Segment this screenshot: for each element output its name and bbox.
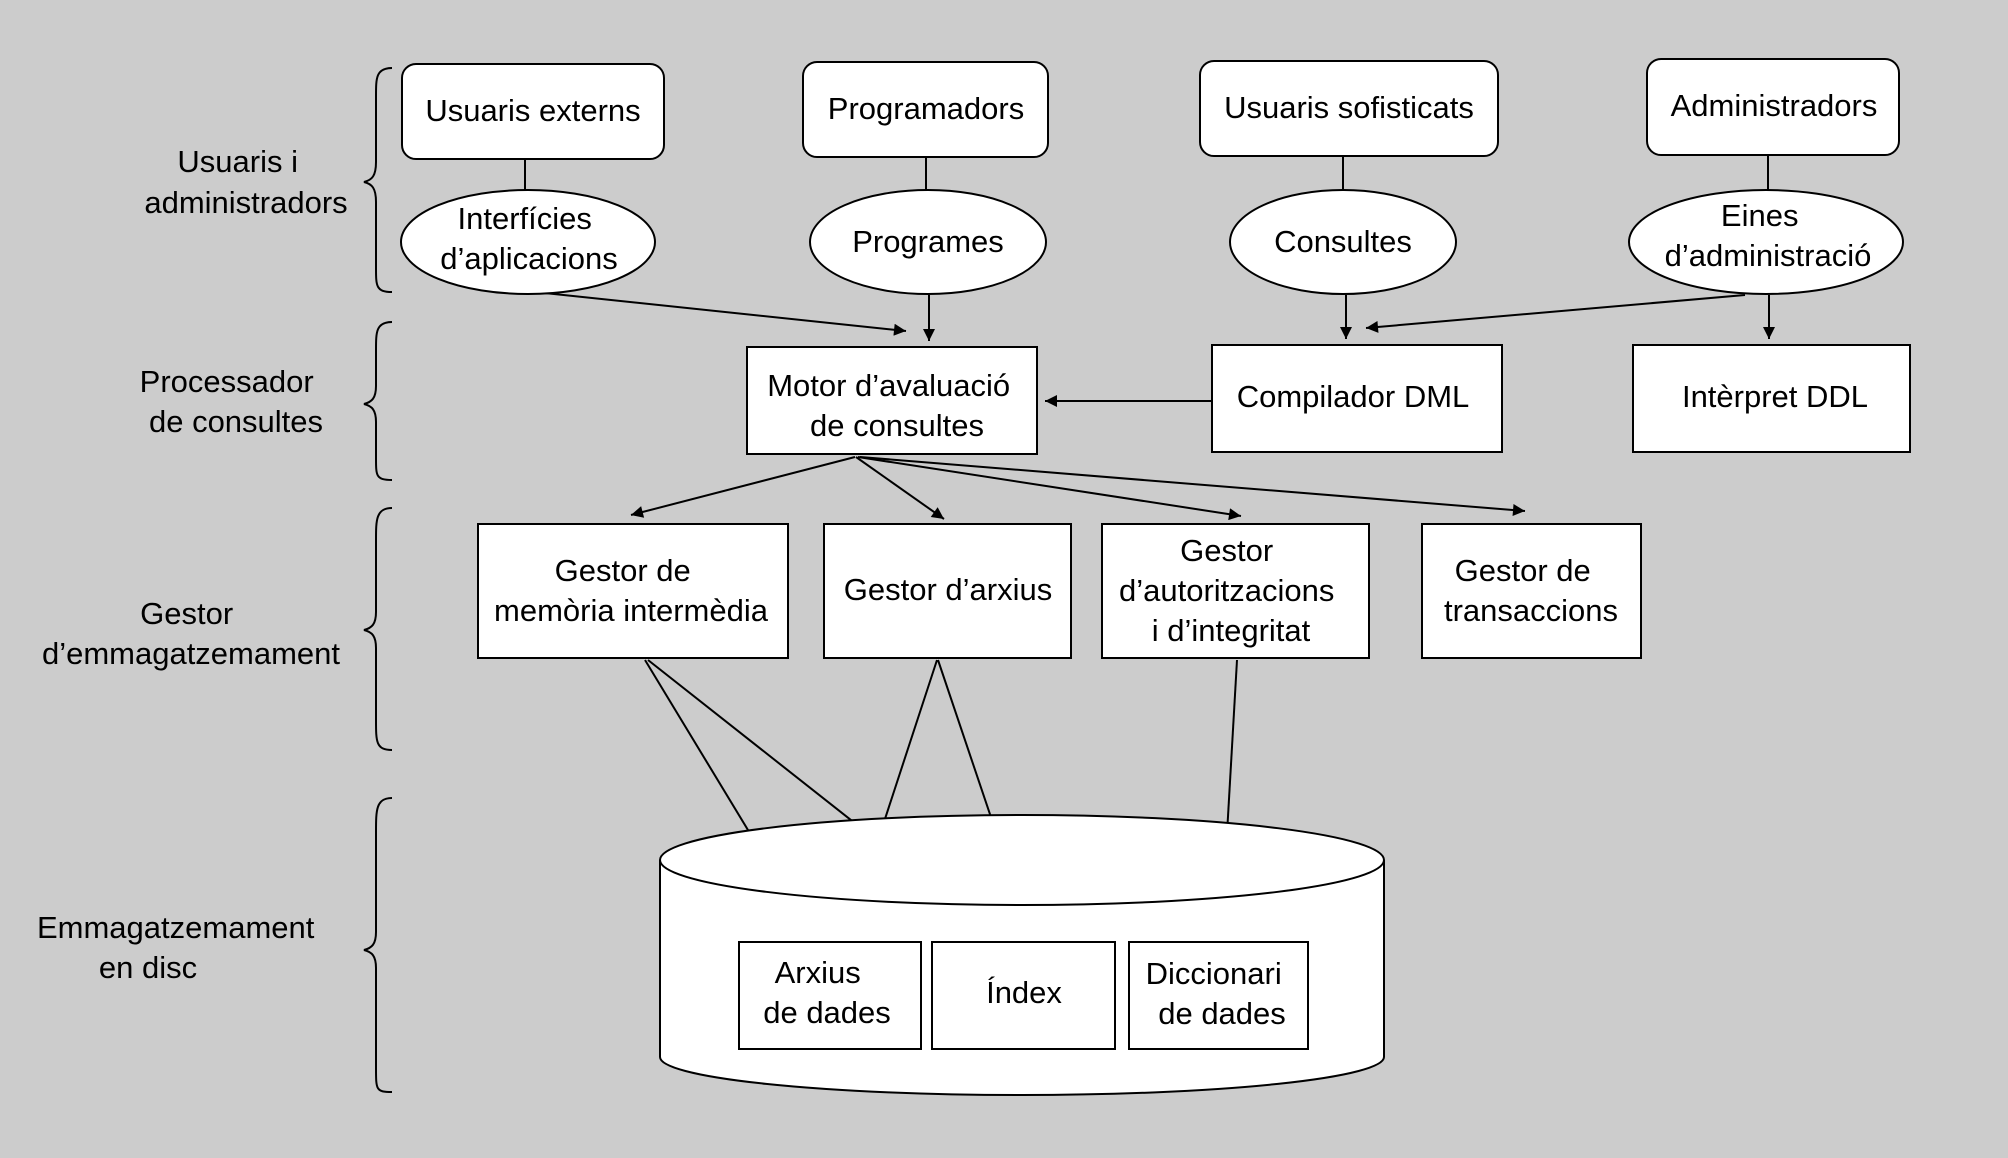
box-sophisticated-users <box>1199 60 1499 157</box>
brace-users <box>363 67 393 293</box>
label-index: Índex <box>986 975 1062 1010</box>
arrow-admintools-to-dml <box>1365 294 1746 333</box>
label-data-files: Arxius de dades <box>763 955 891 1030</box>
label-administrators: Administradors <box>1671 88 1878 123</box>
ellipse-app-interfaces <box>400 189 656 295</box>
label-external-users: Usuaris externs <box>425 93 640 128</box>
layer-label-disk-storage: Emmagatzemament en disc <box>37 910 323 985</box>
label-sophisticated-users: Usuaris sofisticats <box>1224 90 1474 125</box>
box-dml-compiler <box>1211 344 1503 453</box>
arrow-engine-to-authorization <box>857 456 1242 521</box>
box-data-dictionary <box>1128 941 1309 1050</box>
arrow-engine-to-buffer <box>630 456 856 518</box>
box-transaction-manager <box>1421 523 1642 659</box>
box-external-users <box>401 63 665 160</box>
ellipse-programs <box>809 189 1047 295</box>
box-query-engine <box>746 346 1038 455</box>
box-programmers <box>802 61 1049 158</box>
label-file-manager: Gestor d’arxius <box>844 572 1052 607</box>
brace-query-processor <box>363 321 393 481</box>
label-transaction-manager: Gestor de transaccions <box>1444 553 1618 628</box>
arrow-interfaces-to-engine <box>534 291 907 336</box>
label-dml-compiler: Compilador DML <box>1237 379 1470 414</box>
box-index <box>931 941 1116 1050</box>
label-query-engine: Motor d’avaluació de consultes <box>767 368 1019 443</box>
brace-storage-manager <box>363 507 393 751</box>
ellipse-queries <box>1229 189 1457 295</box>
label-buffer-manager: Gestor de memòria intermèdia <box>494 553 769 628</box>
label-programs: Programes <box>852 224 1004 259</box>
box-authorization-manager <box>1101 523 1370 659</box>
label-programmers: Programadors <box>828 91 1024 126</box>
arrow-engine-to-transaction <box>859 456 1526 517</box>
label-ddl-interpreter: Intèrpret DDL <box>1682 379 1868 414</box>
ellipse-admin-tools <box>1628 189 1904 295</box>
brace-disk-storage <box>363 797 393 1093</box>
box-ddl-interpreter <box>1632 344 1911 453</box>
label-data-dictionary: Diccionari de dades <box>1146 956 1291 1031</box>
layer-label-storage-manager: Gestor d’emmagatzemament <box>42 596 340 671</box>
box-buffer-manager <box>477 523 789 659</box>
layer-label-users: Usuaris i administradors <box>144 144 347 220</box>
box-file-manager <box>823 523 1072 659</box>
layer-label-query-processor: Processador de consultes <box>140 364 323 439</box>
box-administrators <box>1646 58 1900 156</box>
label-authorization-manager: Gestor d’autoritzacions i d’integritat <box>1119 533 1343 648</box>
arrow-engine-to-file <box>855 456 945 520</box>
box-data-files <box>738 941 922 1050</box>
label-queries: Consultes <box>1274 224 1412 259</box>
label-app-interfaces: Interfícies d’aplicacions <box>440 201 618 276</box>
label-admin-tools: Eines d’administració <box>1665 198 1872 273</box>
